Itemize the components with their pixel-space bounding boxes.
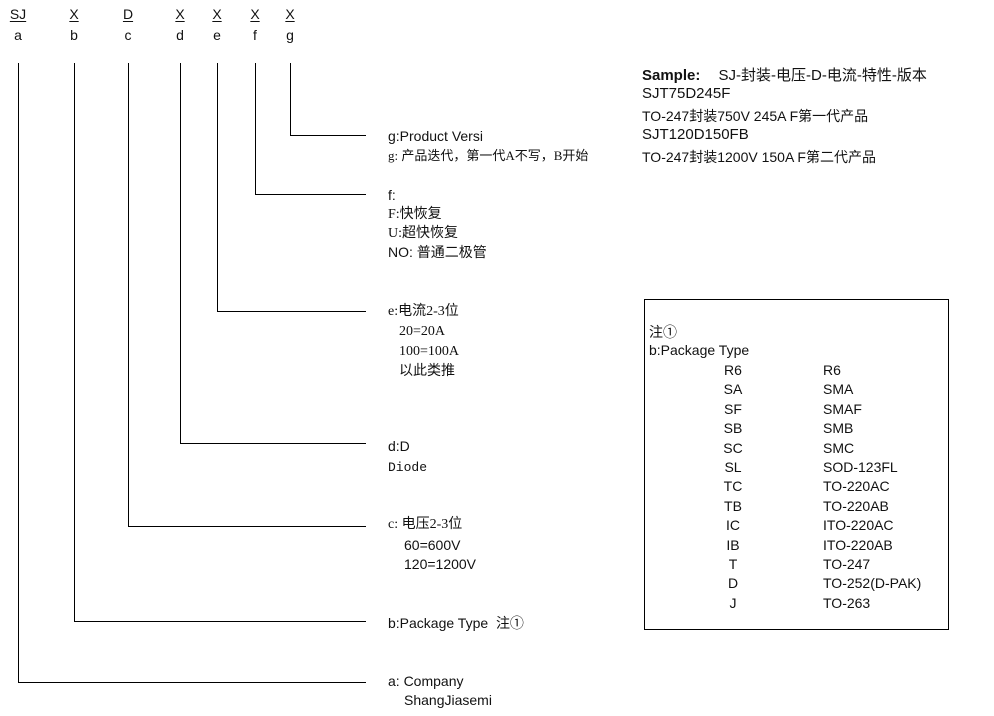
code-f: X bbox=[250, 6, 260, 22]
package-code: IC bbox=[726, 517, 740, 534]
f-normal: NO: 普通二极管 bbox=[388, 244, 487, 260]
b-label: b:Package Type bbox=[388, 615, 489, 631]
package-name: SMB bbox=[823, 420, 854, 437]
f-fast: F:快恢复 bbox=[388, 207, 442, 222]
sample-ex2-code: SJT120D150FB bbox=[642, 126, 749, 143]
package-name: SOD-123FL bbox=[823, 459, 898, 475]
sample-ex2-desc: TO-247封装1200V 150A F第二代产品 bbox=[642, 149, 876, 165]
c-title: c: 电压2-3位 bbox=[388, 517, 463, 532]
letter-c: c bbox=[124, 27, 132, 43]
code-g: X bbox=[285, 6, 295, 22]
connector-d bbox=[180, 63, 366, 444]
g-desc: g: 产品迭代，第一代A不写，B开始 bbox=[388, 148, 589, 163]
b-title: b:Package Type 注① bbox=[388, 614, 524, 634]
e-etc: 以此类推 bbox=[399, 364, 455, 379]
package-code: R6 bbox=[724, 362, 742, 378]
package-code: SB bbox=[723, 420, 743, 437]
connector-f bbox=[255, 63, 366, 195]
code-c: D bbox=[122, 6, 134, 22]
code-e: X bbox=[212, 6, 222, 22]
e-title: e:电流2-3位 bbox=[388, 304, 459, 319]
letter-b: b bbox=[70, 27, 78, 43]
d-title: d:D bbox=[388, 438, 410, 454]
connector-e bbox=[217, 63, 366, 312]
letter-f: f bbox=[253, 27, 257, 43]
package-name: SMA bbox=[823, 381, 854, 398]
letter-e: e bbox=[213, 27, 221, 43]
a-title: a: Company bbox=[388, 673, 464, 689]
b-note-ref: 注① bbox=[495, 617, 524, 632]
package-code: SL bbox=[724, 459, 742, 475]
package-code: IB bbox=[726, 536, 740, 553]
letter-d: d bbox=[176, 27, 184, 43]
package-name: SMAF bbox=[823, 400, 862, 417]
f-title: f: bbox=[388, 187, 396, 203]
package-code: T bbox=[728, 556, 738, 572]
e-example2: 100=100A bbox=[399, 344, 460, 359]
package-code: D bbox=[727, 575, 739, 592]
sample-pattern: SJ-封装-电压-D-电流-特性-版本 bbox=[718, 67, 927, 84]
package-name: ITO-220AB bbox=[823, 536, 893, 553]
letter-a: a bbox=[14, 27, 22, 43]
note-subtitle: b:Package Type bbox=[649, 342, 750, 358]
package-name: TO-220AC bbox=[823, 478, 890, 495]
connector-g bbox=[290, 63, 366, 136]
sample-label: Sample: bbox=[642, 67, 701, 84]
c-example1: 60=600V bbox=[404, 537, 461, 553]
connector-a bbox=[18, 63, 366, 683]
sample-ex1-desc: TO-247封装750V 245A F第一代产品 bbox=[642, 108, 869, 124]
package-name: SMC bbox=[823, 439, 855, 456]
d-desc: Diode bbox=[388, 460, 428, 475]
package-name: ITO-220AC bbox=[823, 517, 894, 534]
sample-ex1-code: SJT75D245F bbox=[642, 85, 731, 102]
package-name: TO-252(D-PAK) bbox=[823, 575, 922, 592]
e-example1: 20=20A bbox=[399, 324, 446, 339]
package-code: SF bbox=[724, 400, 742, 417]
package-code: SA bbox=[723, 381, 743, 398]
a-company: ShangJiasemi bbox=[404, 692, 492, 708]
package-code: TB bbox=[724, 497, 742, 514]
code-d: X bbox=[175, 6, 185, 22]
f-ultrafast: U:超快恢复 bbox=[388, 226, 458, 241]
package-code: TC bbox=[723, 478, 743, 495]
connector-b bbox=[74, 63, 366, 622]
g-title: g:Product Versi bbox=[388, 128, 483, 144]
package-code: J bbox=[729, 594, 737, 611]
package-name: R6 bbox=[823, 362, 841, 378]
connector-c bbox=[128, 63, 366, 527]
note-title: 注① bbox=[649, 326, 677, 341]
code-b: X bbox=[69, 6, 79, 22]
c-example2: 120=1200V bbox=[404, 556, 477, 572]
package-name: TO-247 bbox=[823, 556, 871, 572]
package-name: TO-263 bbox=[823, 594, 871, 611]
letter-g: g bbox=[286, 27, 294, 43]
package-code: SC bbox=[723, 439, 743, 456]
sample-line: Sample: SJ-封装-电压-D-电流-特性-版本 bbox=[642, 64, 927, 85]
package-name: TO-220AB bbox=[823, 497, 889, 514]
code-a: SJ bbox=[9, 6, 27, 22]
